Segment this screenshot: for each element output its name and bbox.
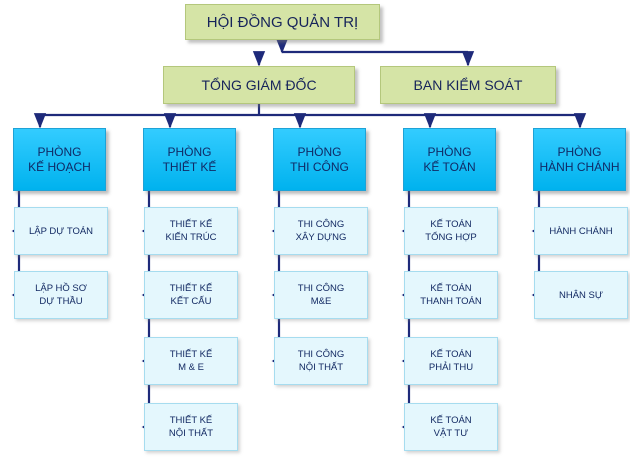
ceo-box: TỔNG GIÁM ĐỐC	[163, 66, 355, 104]
department-box: PHÒNG KẾ HOẠCH	[13, 128, 106, 191]
supervisory-box: BAN KIỂM SOÁT	[380, 66, 556, 104]
unit-box: KẾ TOÁN TỔNG HỢP	[404, 207, 498, 255]
unit-box: THIẾT KẾ NỘI THẤT	[144, 403, 238, 451]
board-box: HỘI ĐỒNG QUẢN TRỊ	[185, 4, 380, 40]
unit-box: KẾ TOÁN PHẢI THU	[404, 337, 498, 385]
unit-box: NHÂN SỰ	[534, 271, 628, 319]
unit-box: KẾ TOÁN VẬT TƯ	[404, 403, 498, 451]
unit-box: THI CÔNG XÂY DỰNG	[274, 207, 368, 255]
department-box: PHÒNG KẾ TOÁN	[403, 128, 496, 191]
unit-box: KẾ TOÁN THANH TOÁN	[404, 271, 498, 319]
unit-box: THI CÔNG NỘI THẤT	[274, 337, 368, 385]
unit-box: THIẾT KẾ KẾT CẤU	[144, 271, 238, 319]
unit-box: THI CÔNG M&E	[274, 271, 368, 319]
unit-box: LẬP DỰ TOÁN	[14, 207, 108, 255]
department-box: PHÒNG HÀNH CHÁNH	[533, 128, 626, 191]
unit-box: LẬP HỒ SƠ DỰ THẦU	[14, 271, 108, 319]
department-box: PHÒNG THIẾT KẾ	[143, 128, 236, 191]
unit-box: HÀNH CHÁNH	[534, 207, 628, 255]
unit-box: THIẾT KẾ M & E	[144, 337, 238, 385]
unit-box: THIẾT KẾ KIẾN TRÚC	[144, 207, 238, 255]
department-box: PHÒNG THI CÔNG	[273, 128, 366, 191]
